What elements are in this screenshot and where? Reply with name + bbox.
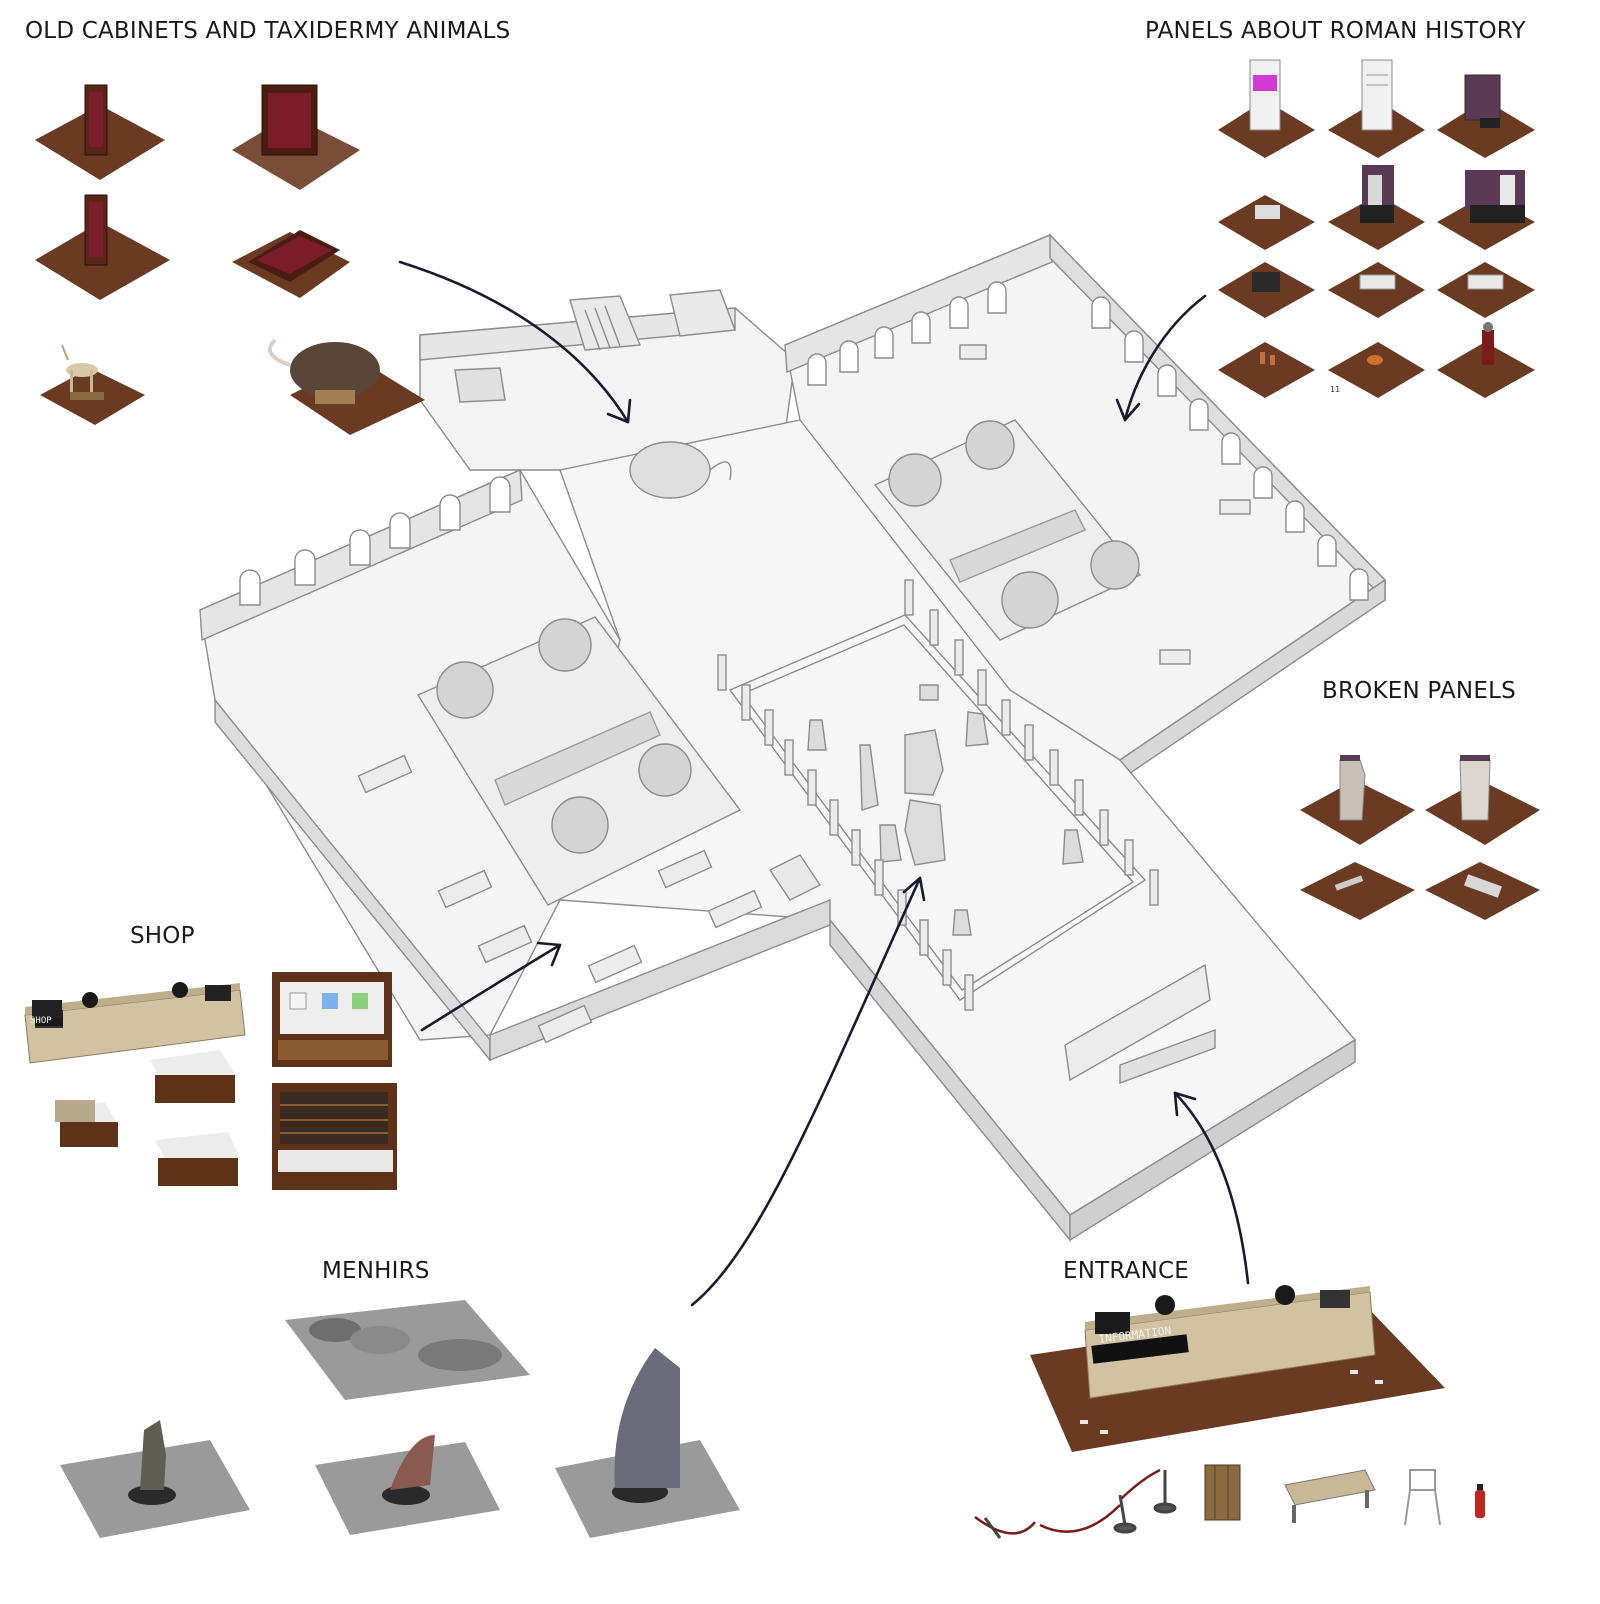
shop-items — [24, 972, 397, 1190]
menhir-single-2 — [315, 1435, 500, 1535]
trash-bin — [1204, 1464, 1241, 1521]
shop-table-1 — [150, 1050, 236, 1103]
broken-panels — [1300, 755, 1540, 920]
courtyard-west — [416, 616, 742, 906]
menhir-single-3 — [555, 1348, 740, 1538]
broken-panel-3 — [1300, 862, 1415, 920]
stanchions — [974, 1468, 1177, 1539]
arrows — [398, 260, 1250, 1307]
panel-thumb-8 — [1328, 262, 1425, 318]
bench — [1284, 1469, 1376, 1523]
north-wing — [419, 289, 796, 471]
mammoth-sculpture — [629, 441, 732, 499]
entrance-props — [974, 1464, 1485, 1539]
entrance-desk — [1030, 1285, 1445, 1452]
building-plan — [199, 233, 1387, 1242]
panel-thumb-2 — [1328, 59, 1425, 158]
menhir-models — [60, 1300, 740, 1538]
panel-thumb-4 — [1218, 195, 1315, 250]
arrow-shop — [420, 943, 562, 1032]
label-shop: SHOP — [130, 923, 195, 949]
shop-counter — [24, 982, 246, 1064]
south-reception — [1064, 963, 1216, 1085]
label-menhirs: MENHIRS — [322, 1258, 430, 1284]
mammoth-thumb — [268, 338, 425, 435]
cabinet-thumb-3 — [35, 194, 170, 300]
panel-thumb-12 — [1437, 322, 1535, 398]
panel-thumb-9 — [1437, 262, 1535, 318]
menhir-court — [728, 614, 1147, 1001]
panel-thumb-6 — [1437, 170, 1535, 250]
cabinet-thumbnails — [35, 84, 425, 435]
cabinet-thumb-1 — [35, 84, 165, 180]
panel-thumb-5 — [1328, 165, 1425, 250]
shop-table-2 — [55, 1100, 118, 1147]
roman-panels-grid — [1218, 59, 1535, 398]
windows-east — [807, 281, 1369, 601]
display-cases — [357, 344, 1251, 1044]
arrow-menhirs — [690, 876, 922, 1307]
arrow-panels — [1123, 294, 1207, 422]
broken-panel-4 — [1425, 862, 1540, 920]
cabinet-thumb-4 — [232, 230, 350, 298]
menhir-group-stones — [285, 1300, 530, 1400]
broken-panel-2 — [1425, 755, 1540, 845]
shop-tshirt-shelf — [272, 972, 392, 1067]
panel-thumb-1 — [1218, 59, 1315, 158]
arrow-cabinets — [398, 260, 630, 424]
panel-thumb-3 — [1437, 74, 1535, 158]
label-entrance: ENTRANCE — [1063, 1258, 1189, 1284]
label-panels: PANELS ABOUT ROMAN HISTORY — [1145, 18, 1526, 44]
broken-panel-1 — [1300, 755, 1415, 845]
cabinet-thumb-2 — [232, 84, 360, 190]
windows-west — [239, 476, 511, 606]
south-stairs — [768, 854, 822, 901]
panel-grid-number: 11 — [1330, 385, 1341, 394]
fire-extinguisher — [1475, 1484, 1485, 1518]
folding-chair — [1404, 1469, 1441, 1526]
courtyard-east — [873, 419, 1142, 641]
panel-thumb-7 — [1218, 262, 1315, 318]
shop-table-3 — [155, 1132, 240, 1186]
arrow-entrance — [1173, 1091, 1250, 1285]
panel-thumb-10 — [1218, 342, 1315, 398]
label-cabinets: OLD CABINETS AND TAXIDERMY ANIMALS — [25, 18, 511, 44]
columns — [717, 579, 1159, 1011]
shop-bookshelf — [272, 1083, 397, 1190]
deer-thumb — [40, 344, 145, 425]
label-broken: BROKEN PANELS — [1322, 678, 1516, 704]
court-menhirs — [807, 684, 1084, 936]
panel-thumb-11 — [1328, 342, 1425, 398]
shop-sign: SHOP — [30, 1016, 52, 1026]
menhir-single-1 — [60, 1420, 250, 1538]
